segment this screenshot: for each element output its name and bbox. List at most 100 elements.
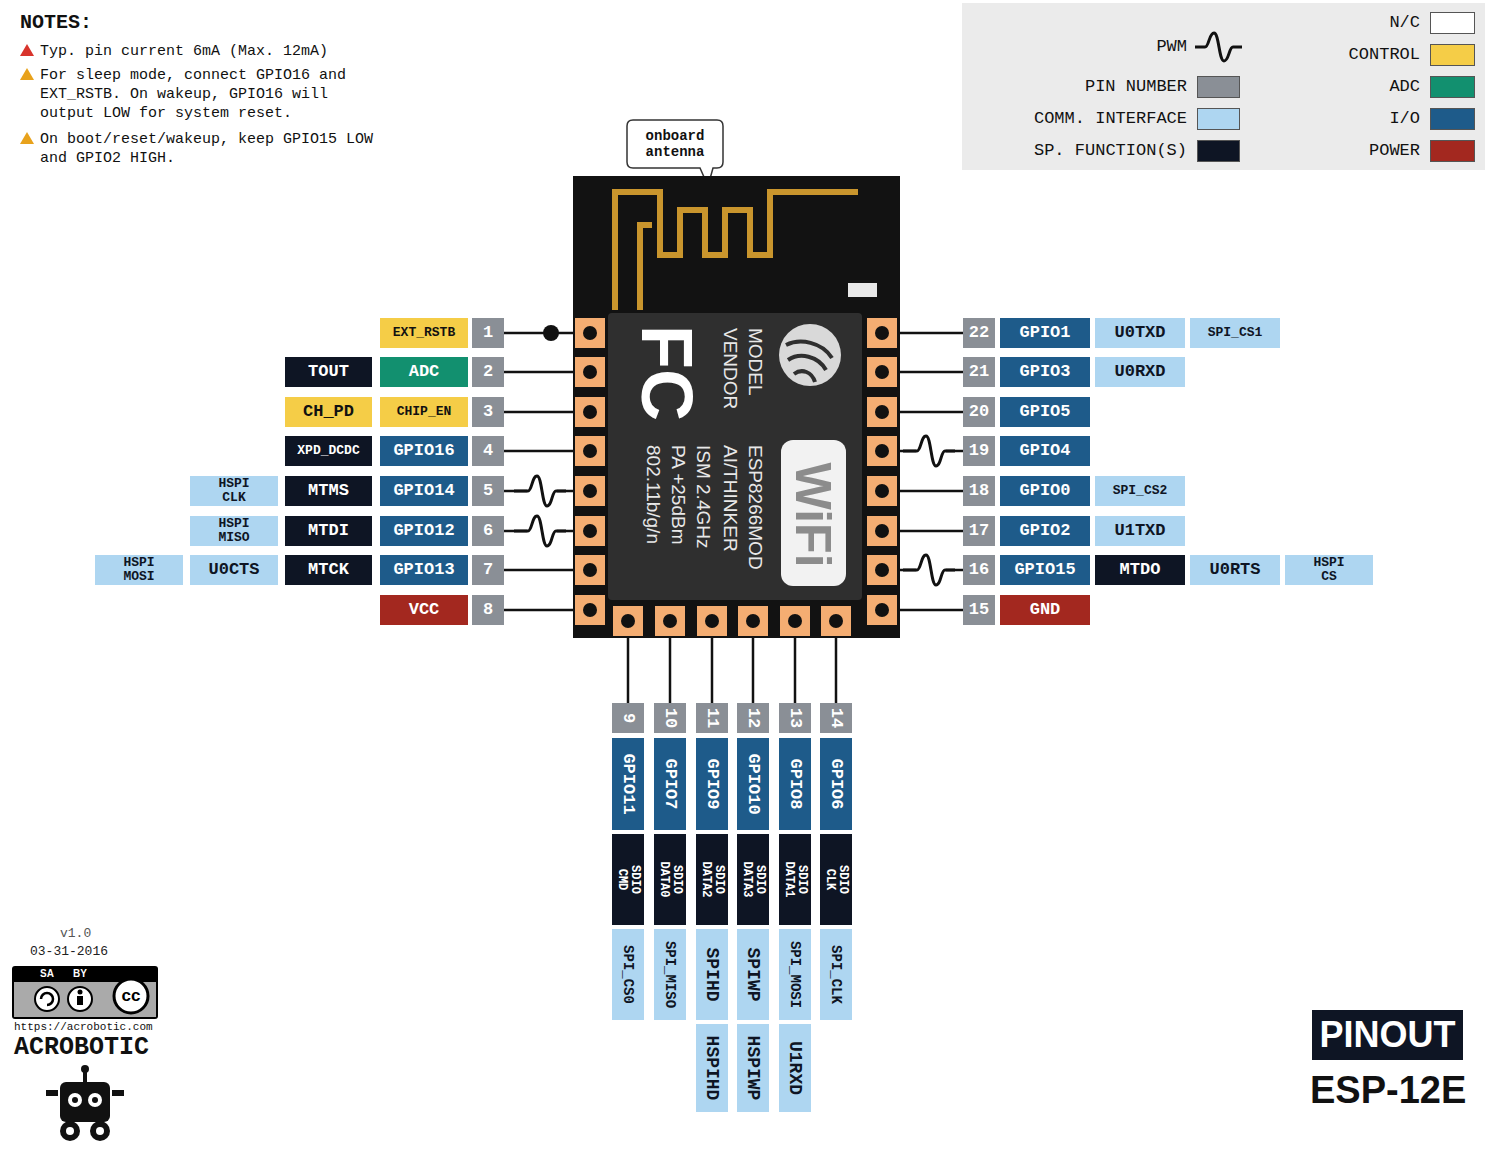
license-mark: cc: [117, 985, 145, 1007]
gpio-box: GPIO8: [779, 738, 811, 830]
pin-lead: [504, 411, 573, 414]
pin-label: CHIP_EN: [380, 397, 468, 427]
note-text: Typ. pin current 6mA (Max. 12mA): [40, 42, 380, 61]
pin-label: 10: [654, 703, 686, 733]
pin-lead: [711, 638, 714, 703]
pin-label: HSPI CS: [1285, 555, 1373, 585]
comm-interface-box: U0TXD: [1095, 318, 1185, 348]
pin-label: 16: [963, 555, 995, 585]
pin-label: SDIO CLK: [820, 834, 852, 925]
pin-lead: [669, 638, 672, 703]
special-function-box: MTCK: [285, 555, 372, 585]
pin-label: 1: [472, 318, 504, 348]
legend-text: ADC: [1389, 76, 1420, 98]
legend-swatch: [1430, 140, 1475, 162]
pin-label: SDIO DATA3: [737, 834, 769, 925]
comm-interface-box: U0RTS: [1190, 555, 1280, 585]
pin-label: 20: [963, 397, 995, 427]
gpio-box: GPIO4: [1000, 436, 1090, 466]
pin-label: 13: [779, 703, 811, 733]
pin-lead: [504, 569, 573, 572]
comm-interface-box: SPI_CS2: [1095, 476, 1185, 506]
legend-text: PWM: [1156, 36, 1187, 58]
special-function-box: MTDO: [1095, 555, 1185, 585]
pin-label: 8: [472, 595, 504, 625]
notes-heading: NOTES:: [20, 10, 220, 35]
pin-label: 17: [963, 516, 995, 546]
pin-number-box: 8: [472, 595, 504, 625]
gpio-box: GPIO16: [380, 436, 468, 466]
pin-label: SDIO CMD: [612, 834, 644, 925]
pin-label: XPD_DCDC: [285, 436, 372, 466]
pin-number-box: 21: [963, 357, 995, 387]
date-label: 03-31-2016: [30, 944, 108, 960]
pin-lead: [900, 609, 963, 612]
pin-label: TOUT: [285, 357, 372, 387]
gpio-box: GPIO5: [1000, 397, 1090, 427]
comm-interface-box: SPI_CS1: [1190, 318, 1280, 348]
robot-logo: [46, 1065, 124, 1141]
pin-label: SDIO DATA1: [779, 834, 811, 925]
pin-label: 6: [472, 516, 504, 546]
pin-label: GPIO4: [1000, 436, 1090, 466]
pin-label: GPIO7: [654, 738, 686, 830]
pwm-legend-sample: [1195, 33, 1242, 61]
pin-label: MTCK: [285, 555, 372, 585]
pin-label: EXT_RSTB: [380, 318, 468, 348]
pin-label: GPIO16: [380, 436, 468, 466]
comm-interface-box: SPIWP: [737, 929, 769, 1020]
pin-number-box: 15: [963, 595, 995, 625]
pin-label: HSPIHD: [696, 1024, 728, 1112]
control-box: CH_PD: [285, 397, 372, 427]
pin-label: U0RTS: [1190, 555, 1280, 585]
fc-logo: FC: [629, 318, 705, 428]
pin-label: 3: [472, 397, 504, 427]
pin-label: MTDO: [1095, 555, 1185, 585]
pin-label: SPI_CS2: [1095, 476, 1185, 506]
pin-number-box: 4: [472, 436, 504, 466]
legend-text: SP. FUNCTION(S): [1034, 140, 1187, 162]
gpio-box: GPIO10: [737, 738, 769, 830]
chip-marking: AI/THINKER: [718, 445, 742, 590]
gpio-box: GPIO9: [696, 738, 728, 830]
comm-interface-box: HSPI MOSI: [95, 555, 183, 585]
esp-module: MODELVENDORESP8266MODAI/THINKERISM 2.4GH…: [573, 176, 900, 638]
pinout-heading: PINOUT: [1312, 1010, 1463, 1060]
pin-label: 7: [472, 555, 504, 585]
solder-pads: [575, 318, 897, 636]
comm-interface-box: U1TXD: [1095, 516, 1185, 546]
pin-label: GPIO9: [696, 738, 728, 830]
comm-interface-box: HSPIWP: [737, 1024, 769, 1112]
pin-lead: [627, 638, 630, 703]
pin-number-box: 11: [696, 703, 728, 733]
comm-interface-box: SPI_CS0: [612, 929, 644, 1020]
pin-label: HSPI MISO: [190, 516, 278, 546]
comm-interface-box: U1RXD: [779, 1024, 811, 1112]
special-function-box: SDIO DATA2: [696, 834, 728, 925]
wifi-logo: WiFi: [783, 455, 843, 575]
wifi-logo-plate: [781, 440, 846, 586]
pin-label: 2: [472, 357, 504, 387]
legend-swatch: [1430, 44, 1475, 66]
pin-number-box: 5: [472, 476, 504, 506]
gpio-box: GPIO12: [380, 516, 468, 546]
pin-label: SDIO DATA2: [696, 834, 728, 925]
pin-number-box: 19: [963, 436, 995, 466]
pin-number-box: 1: [472, 318, 504, 348]
pin-label: 9: [612, 703, 644, 733]
pin-number-box: 6: [472, 516, 504, 546]
chip-marking: PA +25dBm: [666, 445, 690, 590]
reset-dot: [543, 325, 559, 341]
legend-swatch: [1430, 12, 1475, 34]
pin-label: GPIO12: [380, 516, 468, 546]
pin-label: U0CTS: [190, 555, 278, 585]
pin-number-box: 14: [820, 703, 852, 733]
legend-text: N/C: [1389, 12, 1420, 34]
comm-interface-box: HSPI MISO: [190, 516, 278, 546]
pin-label: GPIO15: [1000, 555, 1090, 585]
pin-label: SDIO DATA0: [654, 834, 686, 925]
pin-number-box: 2: [472, 357, 504, 387]
special-function-box: XPD_DCDC: [285, 436, 372, 466]
pin-number-box: 12: [737, 703, 769, 733]
pin-label: SPIWP: [737, 929, 769, 1020]
